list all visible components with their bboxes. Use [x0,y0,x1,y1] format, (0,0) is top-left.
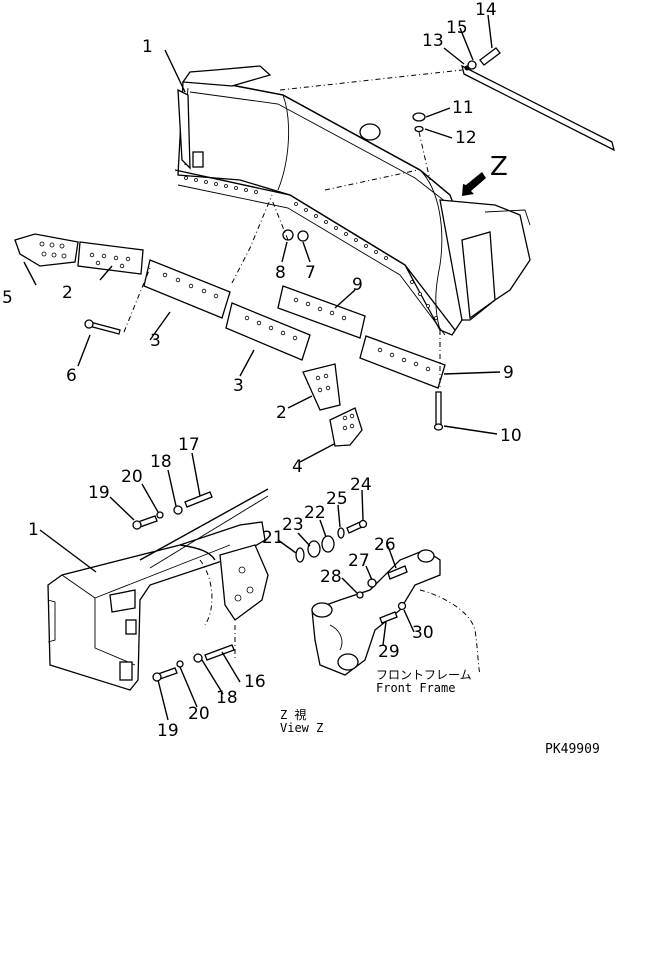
center-line [231,194,273,284]
callout-5: 5 [2,288,13,308]
callout-21: 21 [262,528,284,548]
callout-6: 6 [66,366,77,386]
callout-2: 2 [62,283,73,303]
cutting-edge-part-9-lower [359,335,446,389]
callout-20: 20 [188,704,210,724]
callout-11: 11 [452,98,474,118]
front-frame-label-jp: フロントフレーム [376,668,472,682]
end-bit-part-5 [14,233,79,267]
callout-26: 26 [374,535,396,555]
callout-2: 2 [276,403,287,423]
callout-22: 22 [304,503,326,523]
callout-labels: 1 2 3 5 6 3 2 4 7 8 9 9 10 11 12 13 14 1… [2,0,522,741]
drawing-code: PK49909 [545,742,600,757]
callout-9: 9 [352,275,363,295]
callout-23: 23 [282,515,304,535]
callout-25: 25 [326,489,348,509]
bolt-part-10 [433,391,444,431]
callout-8: 8 [275,263,286,283]
cutting-edge-part-2-right [302,363,341,411]
callout-7: 7 [305,263,316,283]
pin-assembly-16-20-lower [152,644,235,682]
callout-30: 30 [412,623,434,643]
cutting-edge-part-3-left [143,259,231,319]
cutting-edge-holes [184,176,438,320]
callout-16: 16 [244,672,266,692]
pin-assembly-17-20-upper [132,491,213,530]
center-line [324,169,419,191]
callout-20: 20 [121,467,143,487]
callout-9: 9 [503,363,514,383]
blade-assembly [174,65,531,336]
callout-19: 19 [88,483,110,503]
nut-washer-11-12 [412,112,431,181]
callout-13: 13 [422,31,444,51]
callout-3: 3 [150,331,161,351]
callout-leaders [23,14,501,721]
bolt-14-15 [467,47,501,70]
view-z-marker: Z [490,152,508,182]
callout-10: 10 [500,426,522,446]
cutting-edge-part-3-mid [225,302,311,361]
view-z-label-jp: Z 視 [280,707,306,722]
callout-18: 18 [216,688,238,708]
callout-17: 17 [178,435,200,455]
callout-19: 19 [157,721,179,741]
washer-stack-21-25 [295,519,368,563]
callout-27: 27 [348,551,370,571]
top-strip-part-13 [279,64,615,152]
cutting-edge-part-2-left [77,241,144,275]
blade-side-view [47,488,269,691]
callout-18: 18 [150,452,172,472]
front-frame-label: Front Frame [376,681,455,695]
callout-12: 12 [455,128,477,148]
nuts-7-8 [271,199,309,242]
callout-1: 1 [28,520,39,540]
captions: フロントフレーム Front Frame Z 視 View Z PK49909 [280,668,600,757]
callout-4: 4 [292,457,303,477]
view-z-label: View Z [280,721,323,735]
callout-15: 15 [446,18,468,38]
callout-24: 24 [350,475,372,495]
pin-assembly-26-30 [356,565,408,624]
callout-29: 29 [378,642,400,662]
callout-1: 1 [142,37,153,57]
end-bit-part-4 [329,407,363,447]
bolt-part-6 [84,267,151,335]
callout-28: 28 [320,567,342,587]
callout-14: 14 [475,0,497,20]
callout-3: 3 [233,376,244,396]
view-direction-arrow-icon [462,172,486,196]
cutting-edge-part-9-upper [277,285,366,339]
mount-bracket [199,544,269,660]
